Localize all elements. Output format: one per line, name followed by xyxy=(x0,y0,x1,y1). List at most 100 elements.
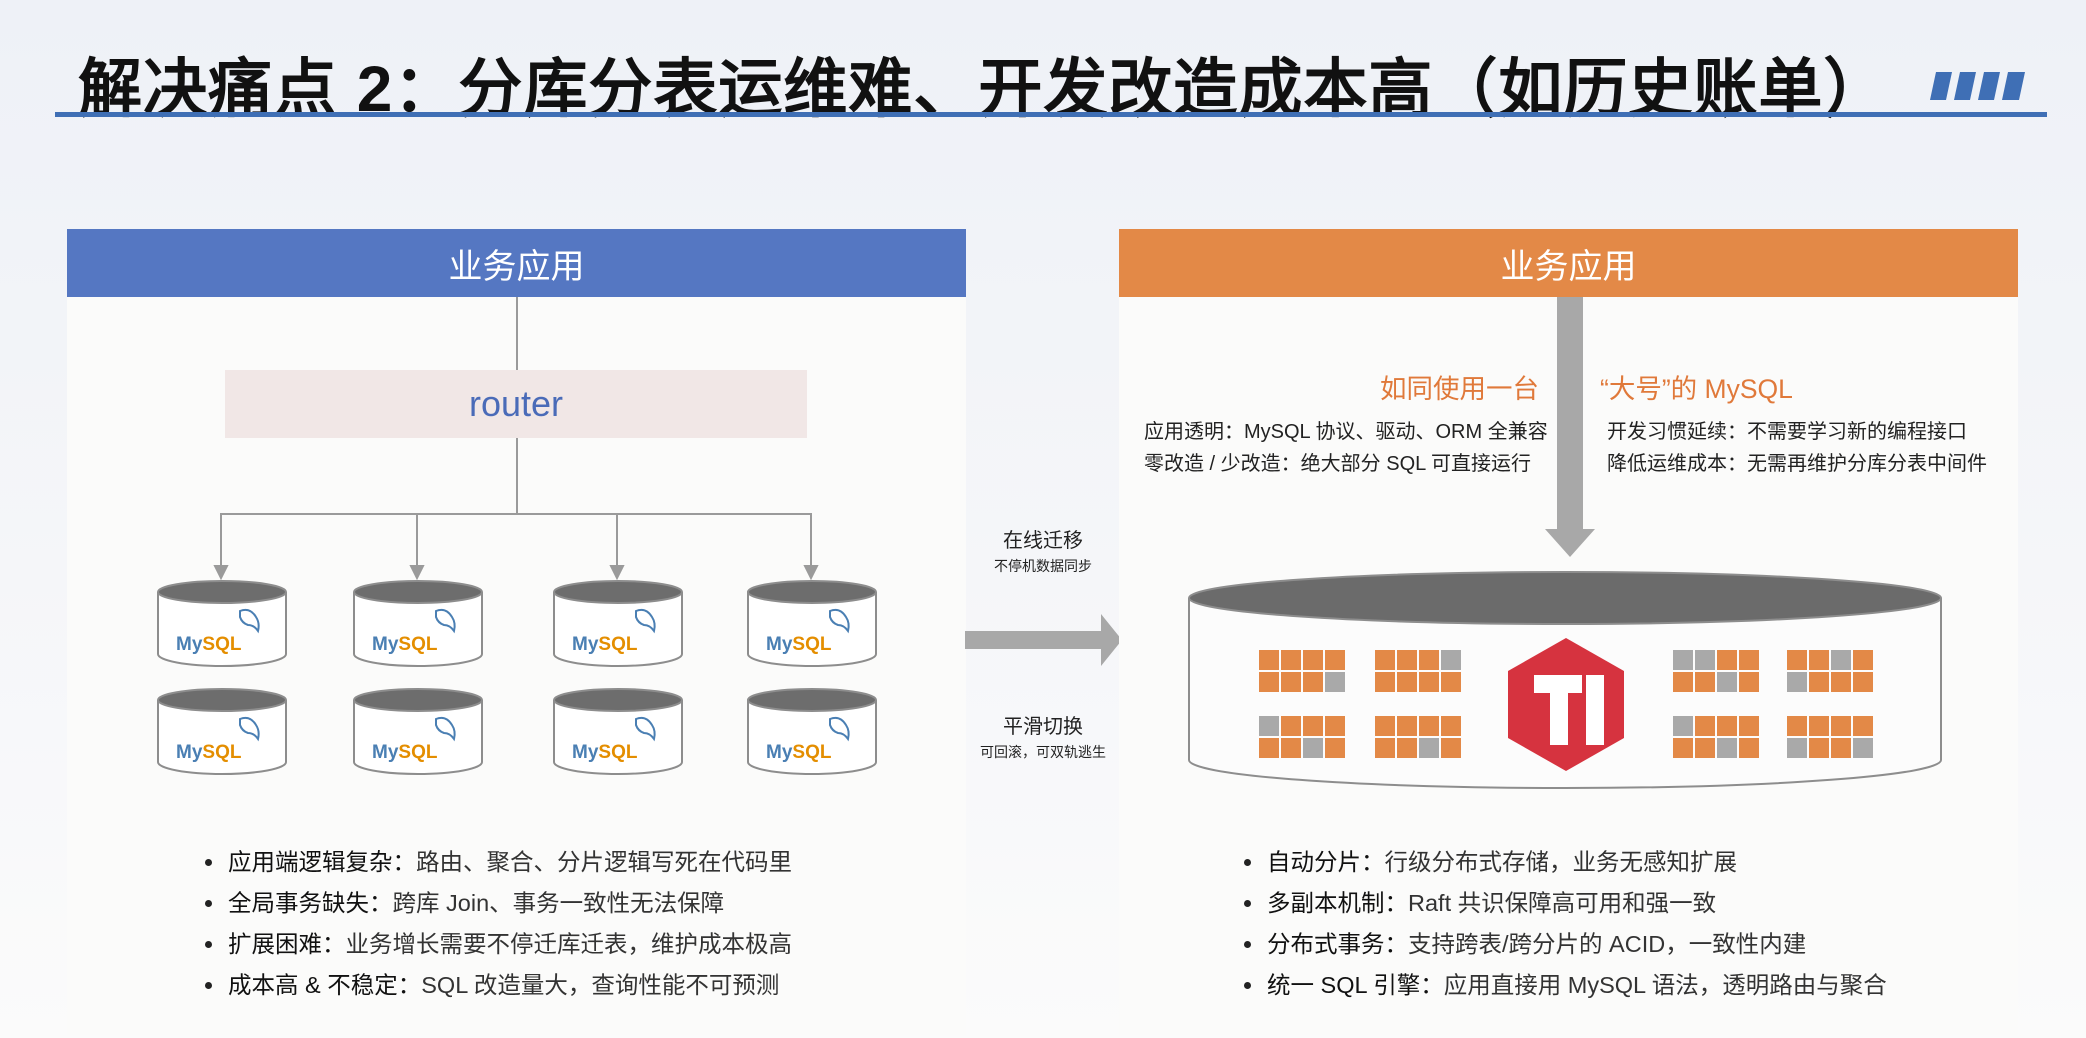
mysql-logo-my: MySQL xyxy=(372,742,438,763)
mysql-cylinder-icon: MySQL xyxy=(353,580,483,667)
like-one-mysql-left: 如同使用一台 xyxy=(1380,374,1539,404)
mysql-database: MySQL xyxy=(156,686,288,783)
left-pain-points: 应用端逻辑复杂：路由、聚合、分片逻辑写死在代码里 全局事务缺失：跨库 Join、… xyxy=(205,842,792,1006)
down-arrow-icon xyxy=(1545,297,1595,557)
region-tile xyxy=(1673,716,1693,736)
compat-notes-right: 开发习惯延续：不需要学习新的编程接口 降低运维成本：无需再维护分库分表中间件 xyxy=(1607,421,1987,475)
region-tile xyxy=(1281,672,1301,692)
bullet-icon xyxy=(205,941,212,948)
region-tile xyxy=(1809,738,1829,758)
region-tile xyxy=(1717,716,1737,736)
region-tile xyxy=(1375,672,1395,692)
compat-notes-left: 应用透明：MySQL 协议、驱动、ORM 全兼容 零改造 / 少改造：绝大部分 … xyxy=(1144,421,1548,475)
region-tile xyxy=(1831,672,1851,692)
mysql-logo-sql: SQL xyxy=(598,634,637,655)
right-benefits: 自动分片：行级分布式存储，业务无感知扩展 多副本机制：Raft 共识保障高可用和… xyxy=(1244,842,1887,1006)
region-tile xyxy=(1259,716,1279,736)
right-business-app-header: 业务应用 xyxy=(1119,229,2018,297)
mysql-logo-sql: SQL xyxy=(202,634,241,655)
region-tile xyxy=(1259,738,1279,758)
region-tile xyxy=(1809,716,1829,736)
mysql-database: MySQL xyxy=(746,686,878,783)
region-tile xyxy=(1441,738,1461,758)
region-tile xyxy=(1397,738,1417,758)
mysql-logo-my: MySQL xyxy=(572,634,638,655)
region-tile xyxy=(1787,738,1807,758)
region-tile xyxy=(1809,650,1829,670)
region-tile xyxy=(1325,672,1345,692)
data-region-tiles xyxy=(1259,650,1873,758)
region-tile xyxy=(1787,716,1807,736)
region-tile xyxy=(1717,672,1737,692)
region-tile xyxy=(1419,738,1439,758)
list-item: 扩展困难：业务增长需要不停迁库迁表，维护成本极高 xyxy=(205,924,792,965)
mysql-cylinder-icon: MySQL xyxy=(553,688,683,775)
region-tile xyxy=(1419,716,1439,736)
region-tile xyxy=(1717,738,1737,758)
region-tile xyxy=(1739,672,1759,692)
region-tile xyxy=(1281,738,1301,758)
region-tile xyxy=(1281,716,1301,736)
region-tile xyxy=(1695,650,1715,670)
region-tile xyxy=(1853,650,1873,670)
mysql-logo-my: MySQL xyxy=(176,742,242,763)
region-tile xyxy=(1441,672,1461,692)
mysql-logo-sql: SQL xyxy=(792,634,831,655)
region-tile xyxy=(1787,672,1807,692)
region-tile xyxy=(1397,672,1417,692)
brand-mark-icon xyxy=(1930,72,2025,100)
mysql-database: MySQL xyxy=(552,578,684,675)
region-tile xyxy=(1397,716,1417,736)
mysql-cylinder-icon: MySQL xyxy=(747,580,877,667)
region-tile xyxy=(1375,650,1395,670)
left-business-app-header: 业务应用 xyxy=(67,229,966,297)
region-tile xyxy=(1375,738,1395,758)
region-tile xyxy=(1303,716,1323,736)
region-tile xyxy=(1303,650,1323,670)
mysql-database: MySQL xyxy=(552,686,684,783)
region-tile xyxy=(1259,650,1279,670)
migration-online-label: 在线迁移 xyxy=(1003,530,1083,552)
region-tile xyxy=(1787,650,1807,670)
list-item: 统一 SQL 引擎：应用直接用 MySQL 语法，透明路由与聚合 xyxy=(1244,965,1887,1006)
mysql-database: MySQL xyxy=(352,578,484,675)
router-box: router xyxy=(225,370,807,438)
mysql-cylinder-icon: MySQL xyxy=(747,688,877,775)
region-tile xyxy=(1809,672,1829,692)
bullet-icon xyxy=(205,900,212,907)
region-tile xyxy=(1325,738,1345,758)
region-tile xyxy=(1673,738,1693,758)
region-tile xyxy=(1419,650,1439,670)
region-tile xyxy=(1441,716,1461,736)
migration-arrow-icon xyxy=(965,614,1122,666)
migration-online-sub: 不停机数据同步 xyxy=(994,558,1092,574)
region-tile xyxy=(1739,716,1759,736)
region-tile xyxy=(1853,672,1873,692)
mysql-cylinder-icon: MySQL xyxy=(157,688,287,775)
region-tile xyxy=(1259,672,1279,692)
tidb-logo-icon xyxy=(1508,638,1624,771)
region-tile xyxy=(1303,672,1323,692)
list-item: 全局事务缺失：跨库 Join、事务一致性无法保障 xyxy=(205,883,792,924)
mysql-logo-my: MySQL xyxy=(766,634,832,655)
region-tile xyxy=(1303,738,1323,758)
region-tile xyxy=(1831,716,1851,736)
smooth-switch-sub: 可回滚，可双轨逃生 xyxy=(980,744,1106,760)
bullet-icon xyxy=(1244,941,1251,948)
mysql-logo-my: MySQL xyxy=(176,634,242,655)
mysql-database: MySQL xyxy=(156,578,288,675)
mysql-logo-sql: SQL xyxy=(598,742,637,763)
region-tile xyxy=(1673,672,1693,692)
mysql-database: MySQL xyxy=(746,578,878,675)
region-tile xyxy=(1673,650,1693,670)
region-tile xyxy=(1695,738,1715,758)
list-item: 成本高 & 不稳定：SQL 改造量大，查询性能不可预测 xyxy=(205,965,792,1006)
region-tile xyxy=(1375,716,1395,736)
mysql-logo-sql: SQL xyxy=(398,742,437,763)
mysql-logo-my: MySQL xyxy=(572,742,638,763)
tidb-cluster-cylinder xyxy=(1188,571,1942,789)
bullet-icon xyxy=(1244,982,1251,989)
mysql-cylinder-icon: MySQL xyxy=(157,580,287,667)
mysql-cylinder-icon: MySQL xyxy=(353,688,483,775)
